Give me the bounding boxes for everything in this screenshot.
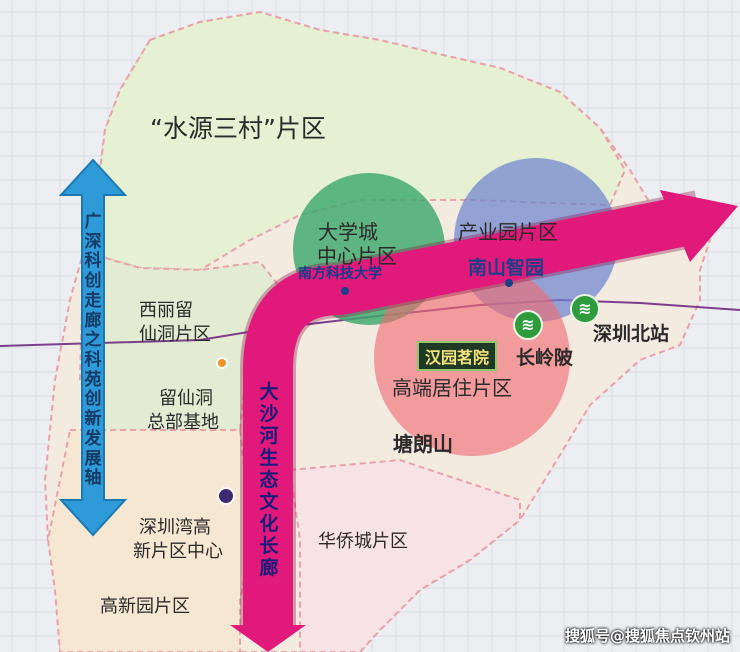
label-xiandong: 仙洞片区 <box>139 324 211 345</box>
label-hq-base: 总部基地 <box>147 412 219 433</box>
corridor-arrowhead-east <box>660 190 738 262</box>
label-industrial-park: 产业园片区 <box>458 220 558 244</box>
metro-icon-shenzhen-north: ≋ <box>570 294 600 324</box>
dashahe-corridor <box>243 197 685 625</box>
label-liuxiandong: 留仙洞 <box>159 388 213 409</box>
nanshan-park-marker <box>505 279 513 287</box>
metro-icon-changlingpi: ≋ <box>513 310 543 340</box>
guangshen-axis-arrow <box>58 158 128 537</box>
label-guangshen-axis: 广深科创走廊之科苑创新发展轴 <box>84 212 102 489</box>
region-huaqiaocheng <box>288 458 521 652</box>
label-shuiyuan-sancun: “水源三村”片区 <box>150 114 326 143</box>
watermark: 搜狐号@搜狐焦点钦州站 <box>564 627 730 645</box>
label-changlingpi: 长岭陂 <box>516 347 574 369</box>
label-university-center: 中心片区 <box>317 244 397 268</box>
label-shenzhenwan: 深圳湾高 <box>139 517 211 538</box>
corridor-arrowhead-south <box>230 625 306 652</box>
label-tanglangshan: 塘朗山 <box>393 432 453 456</box>
liuxiandong-marker <box>216 357 228 369</box>
label-nanshan-zhiyuan: 南山智园 <box>468 257 545 279</box>
label-hitech-center: 新片区中心 <box>133 541 223 562</box>
sustech-marker <box>341 287 349 295</box>
label-sustech: 南方科技大学 <box>298 266 382 282</box>
label-huaqiaocheng: 华侨城片区 <box>318 531 408 552</box>
label-shenzhen-north-station: 深圳北站 <box>593 323 670 345</box>
label-gaoxinyuan: 高新园片区 <box>100 596 190 617</box>
label-hanyuan-mingyuan: 汉园茗院 <box>417 341 498 371</box>
shenzhenwan-marker <box>217 487 235 505</box>
label-xili: 西丽留 <box>139 300 193 321</box>
label-university-city: 大学城 <box>318 220 378 244</box>
label-dashahe-corridor: 大沙河生态文化长廊 <box>259 381 279 580</box>
label-highend-residential: 高端居住片区 <box>392 376 512 400</box>
